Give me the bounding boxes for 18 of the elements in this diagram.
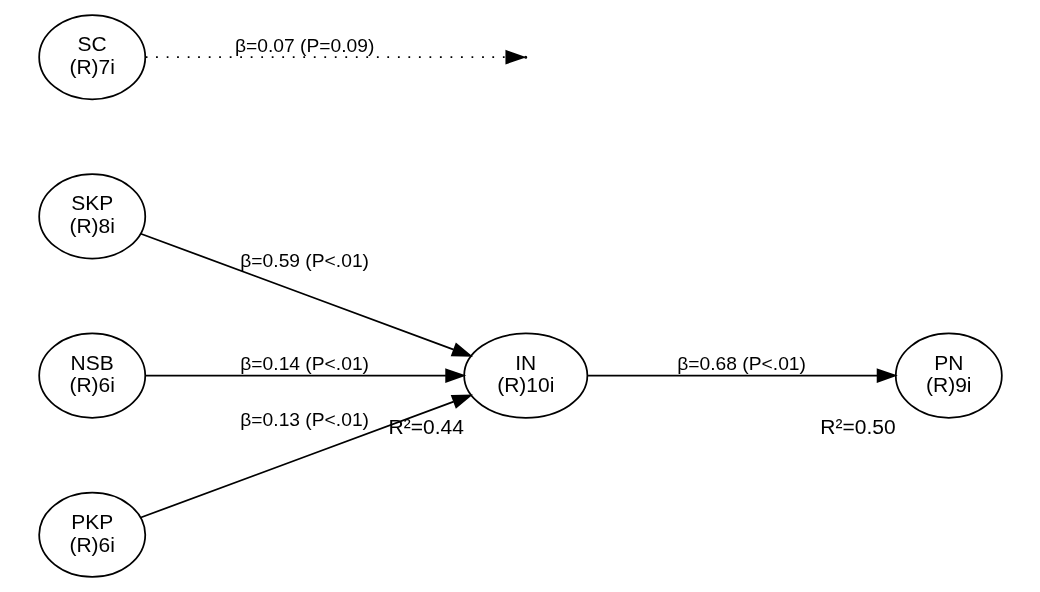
arrow bbox=[139, 232, 473, 357]
node-ellipse: PKP (R)6i bbox=[37, 491, 146, 578]
edge-label: β=0.59 (P<.01) bbox=[239, 249, 369, 271]
edge-label: β=0.68 (P<.01) bbox=[676, 353, 806, 375]
arrow bbox=[139, 394, 473, 519]
node-ellipse: PN (R)9i bbox=[894, 332, 1003, 419]
node-label: R²=0.50 bbox=[819, 415, 896, 439]
edge-label: β=0.14 (P<.01) bbox=[239, 353, 369, 375]
node-ellipse: SKP (R)8i bbox=[37, 173, 146, 260]
node-ellipse: NSB (R)6i bbox=[37, 332, 146, 419]
arrow bbox=[586, 368, 898, 383]
arrow bbox=[144, 368, 466, 383]
edge-label: β=0.07 (P=0.09) bbox=[234, 34, 374, 56]
edge-label: β=0.13 (P<.01) bbox=[239, 409, 369, 431]
arrow bbox=[144, 49, 526, 65]
node-ellipse: IN (R)10i bbox=[462, 332, 588, 419]
node-ellipse: SC (R)7i bbox=[37, 14, 146, 101]
node-label: R²=0.44 bbox=[388, 415, 464, 439]
